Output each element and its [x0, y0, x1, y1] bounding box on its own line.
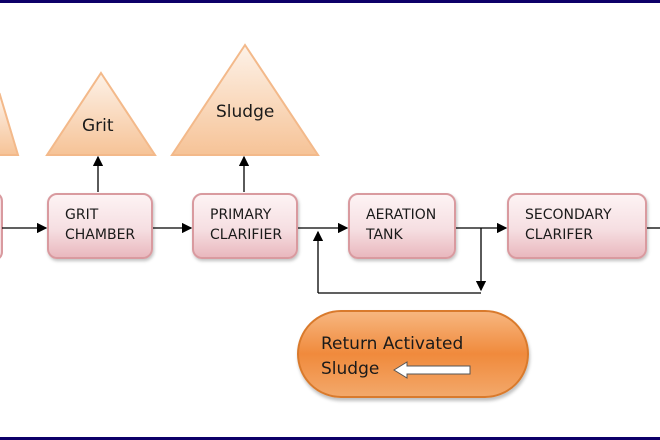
top-frame-bar [0, 0, 660, 3]
primary-clarifier-box: PRIMARY CLARIFIER [192, 193, 298, 259]
stage-label: GRIT [65, 207, 99, 223]
stage-label: CLARIFIER [210, 227, 283, 243]
sludge-label: Sludge [216, 102, 275, 122]
recycle-label-line1: Return Activated [321, 334, 464, 354]
grit-chamber-box: GRIT CHAMBER [47, 193, 153, 259]
stage-label: CHAMBER [65, 227, 136, 243]
grit-triangle [45, 71, 157, 156]
stage-label: PRIMARY [210, 207, 272, 223]
bottom-frame-bar [0, 437, 660, 440]
left-arrow-icon [393, 361, 471, 379]
aeration-tank-box: AERATION TANK [348, 193, 456, 259]
sludge-triangle [170, 43, 320, 156]
return-activated-sludge-pill: Return Activated Sludge [297, 310, 529, 398]
stage-label: TANK [366, 227, 403, 243]
partial-triangle-left [0, 92, 20, 156]
recycle-label-line2: Sludge [321, 359, 380, 379]
stage-label: SECONDARY [525, 207, 612, 223]
partial-box-left [0, 194, 3, 259]
grit-label: Grit [82, 116, 114, 136]
stage-label: CLARIFER [525, 227, 593, 243]
stage-label: AERATION [366, 207, 437, 223]
secondary-clarifier-box: SECONDARY CLARIFER [507, 193, 647, 259]
